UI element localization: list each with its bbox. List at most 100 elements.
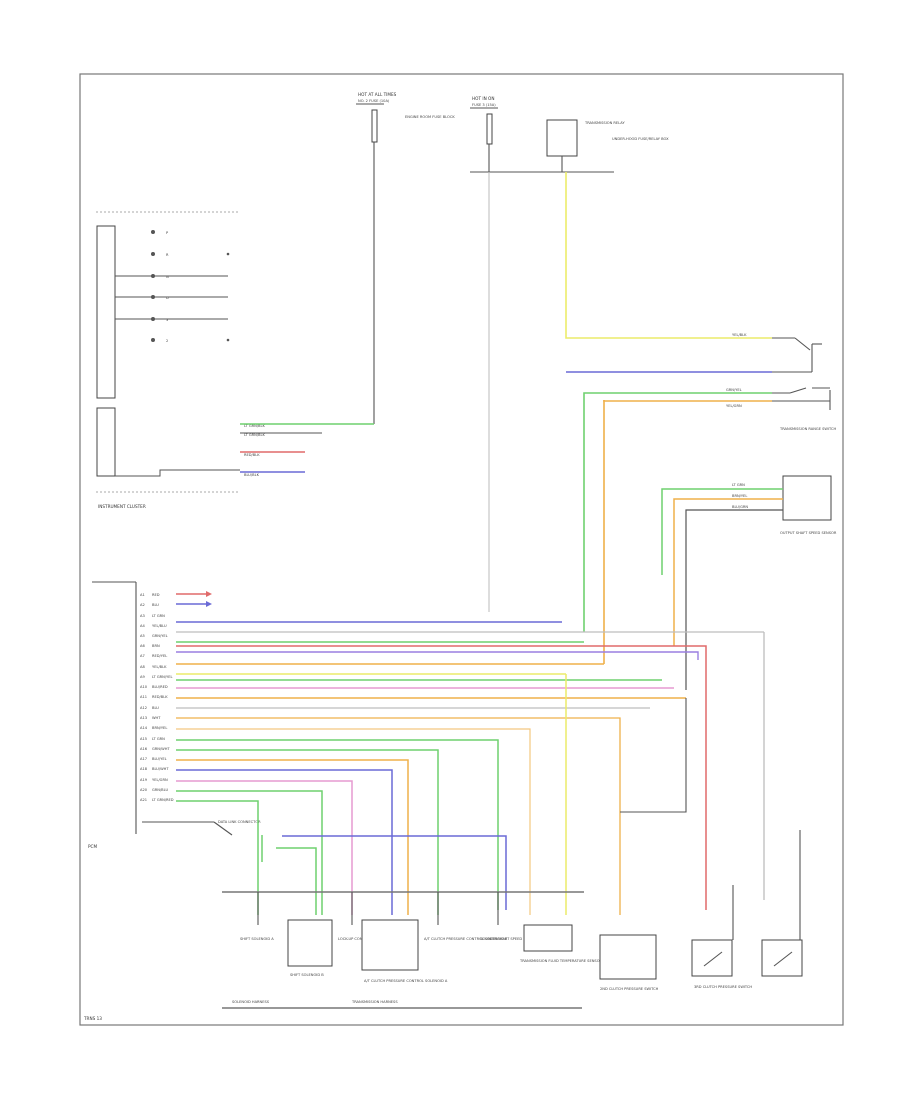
page-label: TRNS 13 — [83, 1016, 102, 1021]
pin-wire-code: BLU/YEL — [152, 757, 167, 761]
bottom-label: TRANSMISSION FLUID TEMPERATURE SENSOR — [519, 959, 603, 963]
output-shaft-speed-sensor: OUTPUT SHAFT SPEED SENSOR LT GRN BRN/YEL… — [732, 475, 837, 535]
switch-b-wire-1: GRN/YEL — [726, 388, 742, 392]
pcm: PCM DATA LINK CONNECTOR — [88, 581, 261, 849]
transmission-relay: TRANSMISSION RELAY UNDER-HOOD FUSE/RELAY… — [546, 119, 669, 157]
pin-wire-code: BLU/RED — [152, 685, 168, 689]
segment-3: 3 — [166, 318, 168, 322]
pin-wire-code: BRN/YEL — [152, 726, 167, 730]
cluster-out-1: LT GRN/BLK — [244, 424, 265, 428]
bottom-label: 3RD CLUTCH PRESSURE SWITCH — [694, 985, 752, 989]
pin-wire-code: WHT — [152, 716, 161, 720]
fuse-left-note: ENGINE ROOM FUSE BLOCK — [405, 115, 455, 119]
pin-wire-code: LT GRN — [152, 737, 165, 741]
pin-wire-code: BRN — [152, 644, 160, 648]
cluster-label: INSTRUMENT CLUSTER — [98, 504, 146, 509]
pin-label: A4 — [140, 624, 145, 628]
cluster-out-4: BLU/BLK — [244, 473, 260, 477]
fuse-right-icon — [486, 113, 493, 145]
relay-note: UNDER-HOOD FUSE/RELAY BOX — [612, 137, 669, 141]
pin-label: A13 — [140, 716, 147, 720]
pin-wire-code: YEL/GRN — [152, 778, 168, 782]
pin-wire-code: YEL/BLK — [152, 665, 167, 669]
3rd-clutch-switch: 3RD CLUTCH PRESSURE SWITCH — [691, 885, 752, 989]
harness-groups: SOLENOID HARNESS TRANSMISSION HARNESS — [222, 1000, 582, 1009]
pin-label: A21 — [140, 798, 147, 802]
fuse-left: HOT AT ALL TIMES NO. 2 FUSE (10A) ENGINE… — [356, 92, 455, 143]
pin-label: A12 — [140, 706, 147, 710]
pin-wire-code: LT GRN — [152, 614, 165, 618]
pin-wire-code: RED — [152, 593, 160, 597]
pressure-switch-right-box — [761, 939, 803, 977]
fuse-right: HOT IN ON FUSE 3 (15A) — [470, 96, 498, 145]
pin-wire-code: GRN/WHT — [152, 747, 170, 751]
pin-label: A5 — [140, 634, 145, 638]
pin-wire-code: YEL/BLU — [152, 624, 167, 628]
sensor-wire-3: BLU/GRN — [732, 505, 748, 509]
cluster-out-2: LT GRN/BLK — [244, 433, 265, 437]
fuse-left-icon — [371, 109, 378, 143]
segment-2: 2 — [166, 339, 168, 343]
pressure-solenoid-a: A/T CLUTCH PRESSURE CONTROL SOLENOID A — [361, 919, 448, 983]
pin-wire-code: LT GRN/YEL — [152, 675, 173, 679]
2nd-clutch-switch: 2ND CLUTCH PRESSURE SWITCH — [599, 934, 659, 991]
pin-label: A20 — [140, 788, 148, 792]
diagram-frame — [79, 73, 844, 1026]
fluid-temp-sensor: TRANSMISSION FLUID TEMPERATURE SENSOR — [519, 924, 603, 963]
sensor-wire-2: BRN/YEL — [732, 494, 747, 498]
cluster-out-3: RED/BLK — [244, 453, 260, 457]
switch-b-wire-2: YEL/GRN — [726, 404, 742, 408]
pin-wire-code: RED/BLK — [152, 695, 168, 699]
clutch-switch-2-box — [599, 934, 657, 980]
pin-label: A14 — [140, 726, 148, 730]
pin-label: A19 — [140, 778, 148, 782]
fuse-left-sub: NO. 2 FUSE (10A) — [358, 99, 390, 103]
pin-label: A17 — [140, 757, 147, 761]
switch-a: YEL/BLK — [732, 333, 822, 373]
pin-wire-code: BLU/WHT — [152, 767, 169, 771]
pin-label: A3 — [140, 614, 145, 618]
bottom-label: SHIFT SOLENOID A — [240, 937, 274, 941]
pin-label: A6 — [140, 644, 145, 648]
fuse-right-sub: FUSE 3 (15A) — [472, 103, 496, 107]
group-label-solenoid: SOLENOID HARNESS — [232, 1000, 270, 1004]
instrument-cluster: INSTRUMENT CLUSTER P R N D 3 2 LT GRN/BL… — [96, 211, 265, 509]
pressure-solenoid-b: A/T CLUTCH PRESSURE CONTROL SOLENOID B — [424, 892, 508, 941]
countershaft-speed-sensor: COUNTERSHAFT SPEED SENSOR — [480, 892, 539, 941]
pin-label: A9 — [140, 675, 145, 679]
pressure-switch-right — [761, 830, 803, 977]
fuse-right-title: HOT IN ON — [472, 96, 494, 101]
shift-solenoid-b: SHIFT SOLENOID B — [287, 919, 333, 977]
switch-a-wire: YEL/BLK — [732, 333, 747, 337]
data-link-connector — [142, 821, 507, 915]
group-label-transmission: TRANSMISSION HARNESS — [351, 1000, 398, 1004]
sensor-wire-1: LT GRN — [732, 483, 745, 487]
shift-solenoid-a: SHIFT SOLENOID A — [240, 892, 274, 941]
segment-p: P — [166, 231, 169, 235]
pin-label: A8 — [140, 665, 145, 669]
relay-label: TRANSMISSION RELAY — [584, 121, 625, 125]
pcm-note: DATA LINK CONNECTOR — [218, 820, 261, 824]
cluster-segments: P R N D 3 2 — [151, 230, 169, 343]
transmission-range-switch: GRN/YEL YEL/GRN TRANSMISSION RANGE SWITC… — [583, 387, 837, 431]
pin-wire-code: LT GRN/RED — [152, 798, 174, 802]
clutch-switch-3-box — [691, 939, 733, 977]
pcm-wires — [176, 621, 765, 915]
pin-wire-code: BLU — [152, 603, 159, 607]
pin-label: A18 — [140, 767, 148, 771]
pin-label: A11 — [140, 695, 147, 699]
pin-wire-code: GRN/YEL — [152, 634, 168, 638]
bottom-components: SHIFT SOLENOID A SHIFT SOLENOID B LOCK-U… — [240, 830, 803, 991]
bottom-label: A/T CLUTCH PRESSURE CONTROL SOLENOID A — [364, 979, 448, 983]
pin-label: A1 — [140, 593, 145, 597]
switch-b-label: TRANSMISSION RANGE SWITCH — [779, 427, 837, 431]
sensor-box — [782, 475, 832, 521]
segment-n: N — [166, 275, 169, 279]
cluster-display — [96, 225, 116, 399]
pin-label: A15 — [140, 737, 147, 741]
cluster-control-unit — [96, 407, 116, 477]
segment-d: D — [166, 296, 169, 300]
pin-wire-code: RED/YEL — [152, 654, 167, 658]
relay-box — [546, 119, 578, 157]
